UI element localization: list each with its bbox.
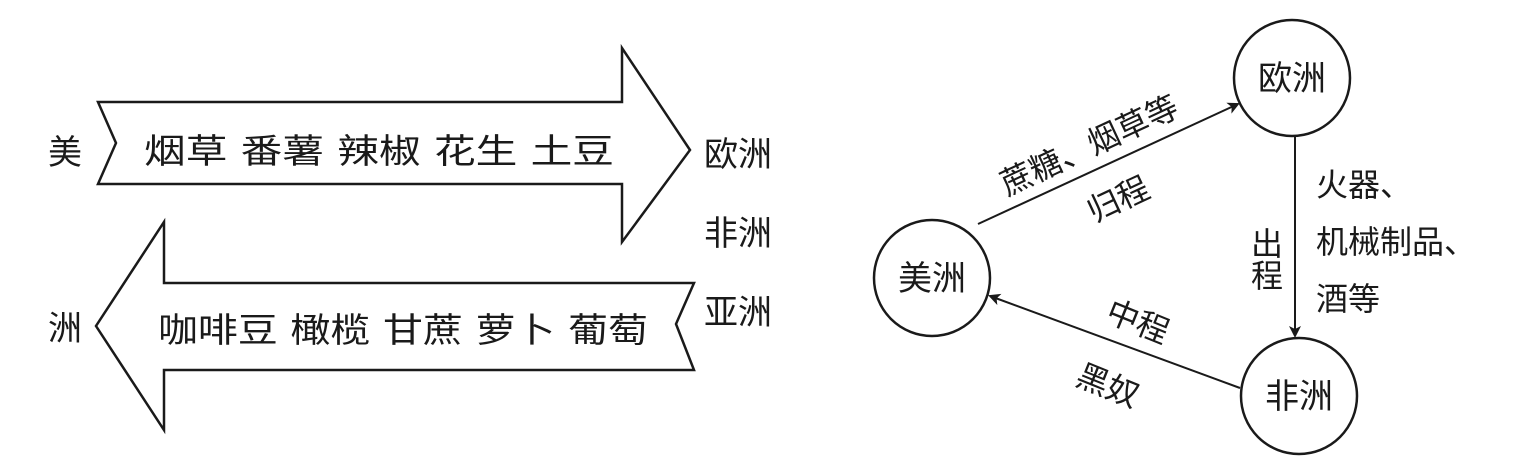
route-middle-line: [988, 293, 1241, 389]
route-middle-label: 中程: [1101, 292, 1175, 351]
destination-africa-label: 非洲: [704, 214, 772, 254]
node-europe: [1232, 18, 1352, 138]
america-to-old-world-arrow: [96, 43, 692, 246]
triangular-trade-diagram: 欧洲 美洲 非洲 蔗糖、烟草等 归程 出程 火器、 机械制品、 酒等 中程 黑奴: [872, 18, 1476, 456]
top-arrow-origin-label: 美: [48, 133, 82, 173]
route-outbound-goods-line-1: 火器、: [1316, 166, 1412, 204]
route-outbound-label: 出程: [1246, 227, 1284, 291]
destination-europe-label: 欧洲: [704, 135, 772, 175]
node-africa-label: 非洲: [1265, 377, 1333, 417]
old-world-to-america-arrow: [94, 217, 696, 435]
bottom-arrow-items-label: 咖啡豆 橄榄 甘蔗 萝卜 葡萄: [158, 311, 648, 351]
node-america-label: 美洲: [898, 259, 966, 299]
node-europe-label: 欧洲: [1258, 59, 1326, 99]
route-outbound-goods-line-2: 机械制品、: [1316, 223, 1476, 261]
route-return-goods: 蔗糖、烟草等: [994, 88, 1184, 204]
route-return-line: [977, 102, 1240, 225]
route-middle-goods: 黑奴: [1071, 356, 1145, 415]
destination-asia-label: 亚洲: [704, 293, 772, 333]
bottom-arrow-origin-label: 洲: [48, 309, 82, 349]
route-return-label: 归程: [1081, 169, 1155, 230]
node-america: [872, 218, 992, 338]
top-arrow-items-label: 烟草 番薯 辣椒 花生 土豆: [144, 132, 614, 172]
node-africa: [1239, 336, 1359, 456]
left-exchange-diagram: 美 烟草 番薯 辣椒 花生 土豆 洲 咖啡豆 橄榄 甘蔗 萝卜 葡萄 欧洲 非洲…: [48, 43, 772, 435]
route-outbound-goods-line-3: 酒等: [1316, 280, 1380, 318]
